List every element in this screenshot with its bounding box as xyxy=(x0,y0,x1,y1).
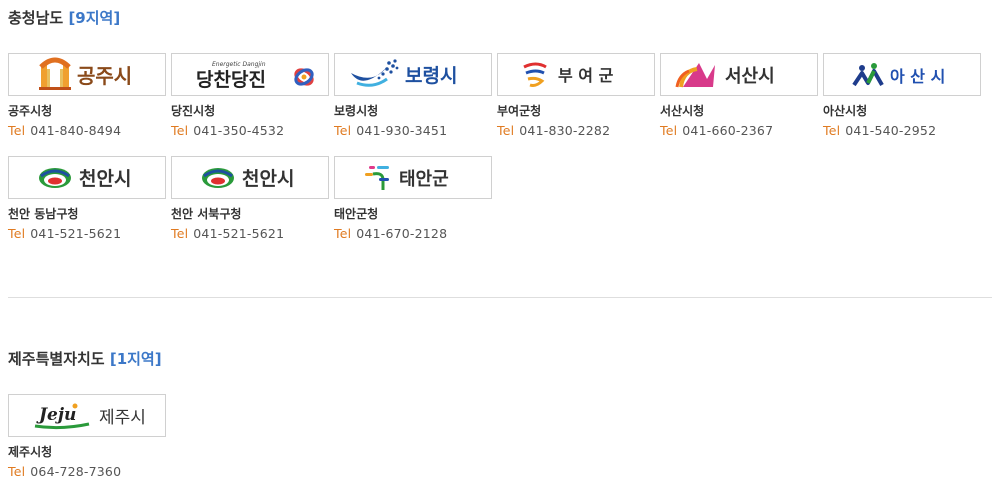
seosan-rays-icon: 서산시 xyxy=(675,62,775,87)
logo-link-taean[interactable]: 태안군 xyxy=(334,156,492,199)
region-card-cheonan-seobuk: 천안시 천안 서북구청 Tel 041-521-5621 xyxy=(171,156,329,241)
region-card-seosan: 서산시 서산시청 Tel 041-660-2367 xyxy=(660,53,818,138)
tel-number[interactable]: 041-830-2282 xyxy=(519,123,611,138)
tel-line: Tel 041-521-5621 xyxy=(8,226,166,241)
tel-line: Tel 041-830-2282 xyxy=(497,123,655,138)
section-title: 충청남도 [9지역] xyxy=(8,7,120,28)
region-card-buyeo: 부 여 군 부여군청 Tel 041-830-2282 xyxy=(497,53,655,138)
tel-label: Tel xyxy=(171,123,189,138)
tel-label: Tel xyxy=(171,226,189,241)
region-card-taean: 태안군 태안군청 Tel 041-670-2128 xyxy=(334,156,492,241)
taean-sprout-icon: 태안군 xyxy=(365,165,449,190)
office-name: 태안군청 xyxy=(334,207,379,221)
tel-line: Tel 041-660-2367 xyxy=(660,123,818,138)
tel-line: Tel 041-670-2128 xyxy=(334,226,492,241)
logo-link-buyeo[interactable]: 부 여 군 xyxy=(497,53,655,96)
logo-text: 천안시 xyxy=(79,168,131,190)
dangjin-knot-icon: Energetic Dangjin 당찬당진 xyxy=(196,61,314,91)
gongju-arch-icon: 공주시 xyxy=(39,57,132,90)
office-name: 공주시청 xyxy=(8,104,53,118)
tel-line: Tel 064-728-7360 xyxy=(8,464,166,479)
logo-link-cheonan-seobuk[interactable]: 천안시 xyxy=(171,156,329,199)
logo-text: 천안시 xyxy=(242,168,294,190)
tel-label: Tel xyxy=(334,226,352,241)
tel-number[interactable]: 041-521-5621 xyxy=(193,226,285,241)
tel-number[interactable]: 041-840-8494 xyxy=(30,123,122,138)
logo-wordmark: Jeju xyxy=(36,405,76,425)
logo-link-gongju[interactable]: 공주시 xyxy=(8,53,166,96)
asan-figures-icon: 아 산 시 xyxy=(852,62,945,86)
section-region-count: [1지역] xyxy=(109,350,162,368)
logo-text: 부 여 군 xyxy=(558,66,614,85)
logo-link-jeju[interactable]: Jeju 제주시 xyxy=(8,394,166,437)
logo-link-dangjin[interactable]: Energetic Dangjin 당찬당진 xyxy=(171,53,329,96)
tel-number[interactable]: 041-521-5621 xyxy=(30,226,122,241)
tel-label: Tel xyxy=(660,123,678,138)
tel-line: Tel 041-540-2952 xyxy=(823,123,981,138)
logo-subtext: Energetic Dangjin xyxy=(212,61,266,68)
office-name: 천안 서북구청 xyxy=(171,207,242,221)
office-name: 아산시청 xyxy=(823,104,868,118)
office-name: 천안 동남구청 xyxy=(8,207,79,221)
logo-text: 서산시 xyxy=(725,66,775,87)
region-card-dangjin: Energetic Dangjin 당찬당진 당진시청 Tel 041-350-4… xyxy=(171,53,329,138)
tel-label: Tel xyxy=(8,464,26,479)
logo-link-cheonan-dongnam[interactable]: 천안시 xyxy=(8,156,166,199)
logo-text: 아 산 시 xyxy=(890,67,945,86)
tel-label: Tel xyxy=(334,123,352,138)
tel-label: Tel xyxy=(823,123,841,138)
office-name: 제주시청 xyxy=(8,445,53,459)
region-card-asan: 아 산 시 아산시청 Tel 041-540-2952 xyxy=(823,53,981,138)
tel-number[interactable]: 041-660-2367 xyxy=(682,123,774,138)
section-title-name: 충청남도 xyxy=(8,9,64,27)
section-chungcheongnam-do: 충청남도 [9지역] xyxy=(8,7,120,28)
section-title: 제주특별자치도 [1지역] xyxy=(8,348,162,369)
logo-link-seosan[interactable]: 서산시 xyxy=(660,53,818,96)
logo-text: 보령시 xyxy=(405,65,457,87)
office-name: 서산시청 xyxy=(660,104,705,118)
logo-text: 제주시 xyxy=(99,408,146,428)
jeju-script-icon: Jeju 제주시 xyxy=(34,403,146,429)
region-card-gongju: 공주시 공주시청 Tel 041-840-8494 xyxy=(8,53,166,138)
tel-line: Tel 041-930-3451 xyxy=(334,123,492,138)
tel-label: Tel xyxy=(8,123,26,138)
tel-number[interactable]: 041-540-2952 xyxy=(845,123,937,138)
cheonan-emblem-icon: 천안시 xyxy=(202,167,294,190)
logo-text: 공주시 xyxy=(77,64,132,88)
section-divider xyxy=(8,297,992,298)
section-jeju: 제주특별자치도 [1지역] xyxy=(8,348,162,369)
tel-label: Tel xyxy=(8,226,26,241)
logo-text: 당찬당진 xyxy=(196,69,266,91)
tel-line: Tel 041-521-5621 xyxy=(171,226,329,241)
office-name: 보령시청 xyxy=(334,104,379,118)
tel-label: Tel xyxy=(497,123,515,138)
tel-number[interactable]: 041-930-3451 xyxy=(356,123,448,138)
region-card-cheonan-dongnam: 천안시 천안 동남구청 Tel 041-521-5621 xyxy=(8,156,166,241)
tel-number[interactable]: 064-728-7360 xyxy=(30,464,122,479)
region-card-jeju: Jeju 제주시 제주시청 Tel 064-728-7360 xyxy=(8,394,166,479)
section-region-count: [9지역] xyxy=(68,9,121,27)
logo-link-asan[interactable]: 아 산 시 xyxy=(823,53,981,96)
tel-line: Tel 041-350-4532 xyxy=(171,123,329,138)
region-card-boryeong: 보령시 보령시청 Tel 041-930-3451 xyxy=(334,53,492,138)
tel-number[interactable]: 041-670-2128 xyxy=(356,226,448,241)
section-title-name: 제주특별자치도 xyxy=(8,350,105,368)
tel-number[interactable]: 041-350-4532 xyxy=(193,123,285,138)
cheonan-emblem-icon: 천안시 xyxy=(39,167,131,190)
buyeo-swirl-icon: 부 여 군 xyxy=(523,62,614,87)
logo-text: 태안군 xyxy=(399,169,449,190)
tel-line: Tel 041-840-8494 xyxy=(8,123,166,138)
boryeong-wave-icon: 보령시 xyxy=(351,58,457,87)
office-name: 부여군청 xyxy=(497,104,542,118)
office-name: 당진시청 xyxy=(171,104,216,118)
logo-link-boryeong[interactable]: 보령시 xyxy=(334,53,492,96)
